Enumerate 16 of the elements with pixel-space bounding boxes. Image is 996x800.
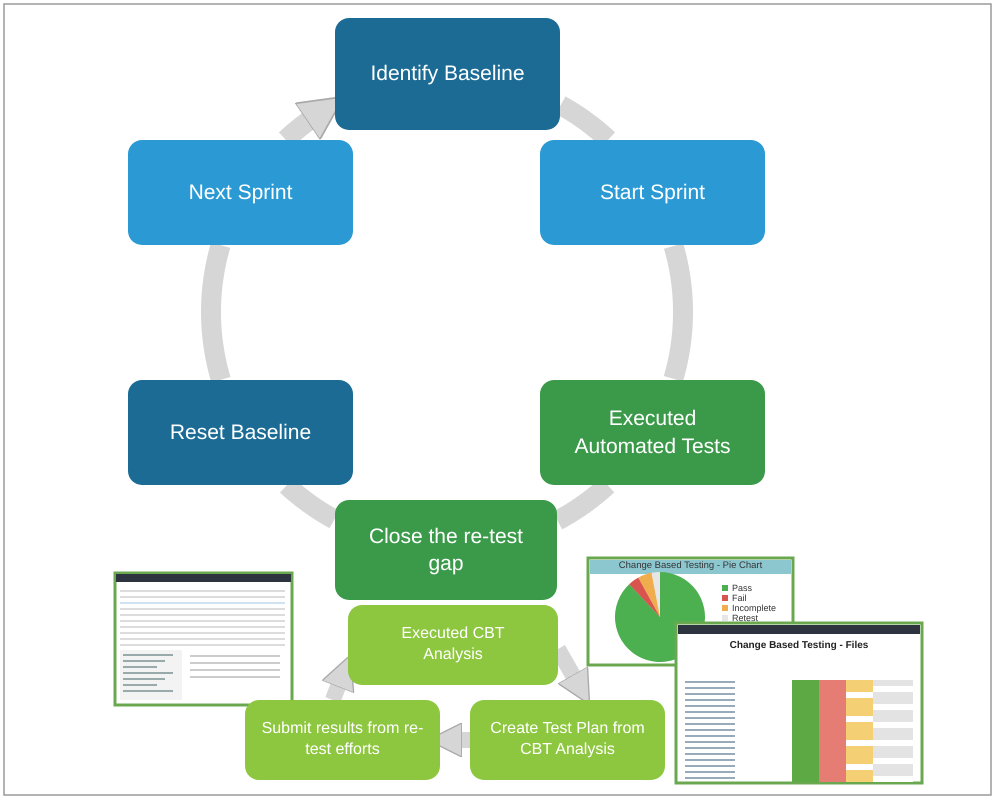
arrow: [321, 654, 354, 703]
screenshot-title: Change Based Testing - Files: [728, 640, 870, 651]
process-box: Close the re-test gap: [335, 500, 557, 600]
process-box: Create Test Plan from CBT Analysis: [470, 700, 665, 780]
process-box: Identify Baseline: [335, 18, 560, 130]
legend-label: Incomplete: [732, 603, 776, 613]
process-box: Reset Baseline: [128, 380, 353, 485]
screenshot-title: Change Based Testing - Pie Chart: [618, 560, 764, 571]
process-box: Start Sprint: [540, 140, 765, 245]
process-box: Executed CBT Analysis: [348, 605, 558, 685]
process-box: Executed Automated Tests: [540, 380, 765, 485]
legend-label: Pass: [732, 583, 752, 593]
legend-label: Fail: [732, 593, 747, 603]
process-box: Submit results from re-test efforts: [245, 700, 440, 780]
legend-label: Retest: [732, 613, 758, 623]
process-box: Next Sprint: [128, 140, 353, 245]
